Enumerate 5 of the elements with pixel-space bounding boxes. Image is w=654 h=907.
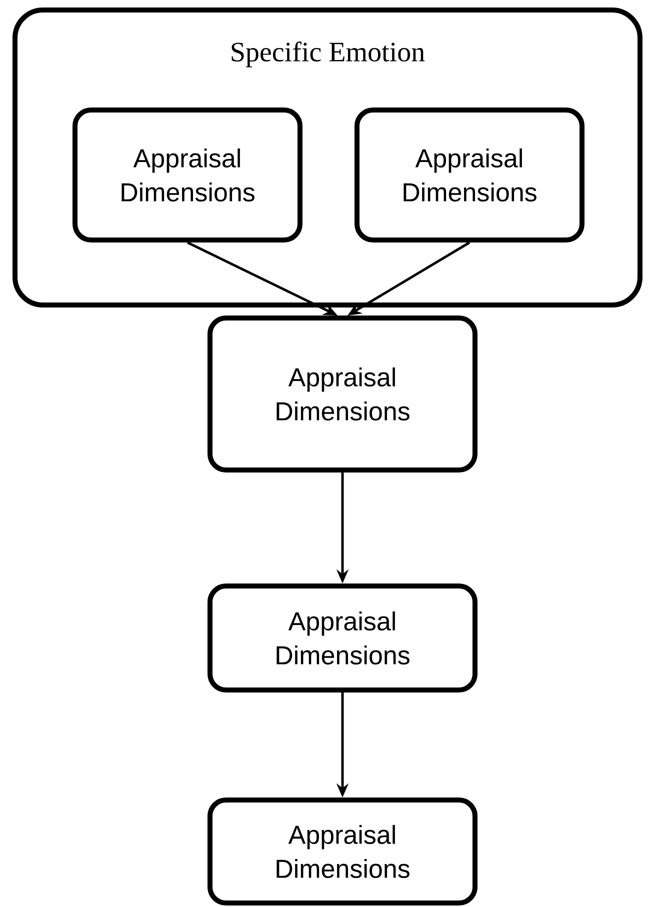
- process-box: Appraisal Dimensions: [354, 108, 584, 242]
- process-box: Appraisal Dimensions: [208, 798, 478, 906]
- process-box: Appraisal Dimensions: [72, 108, 302, 242]
- process-box: Appraisal Dimensions: [208, 584, 478, 692]
- process-box: Appraisal Dimensions: [208, 316, 478, 472]
